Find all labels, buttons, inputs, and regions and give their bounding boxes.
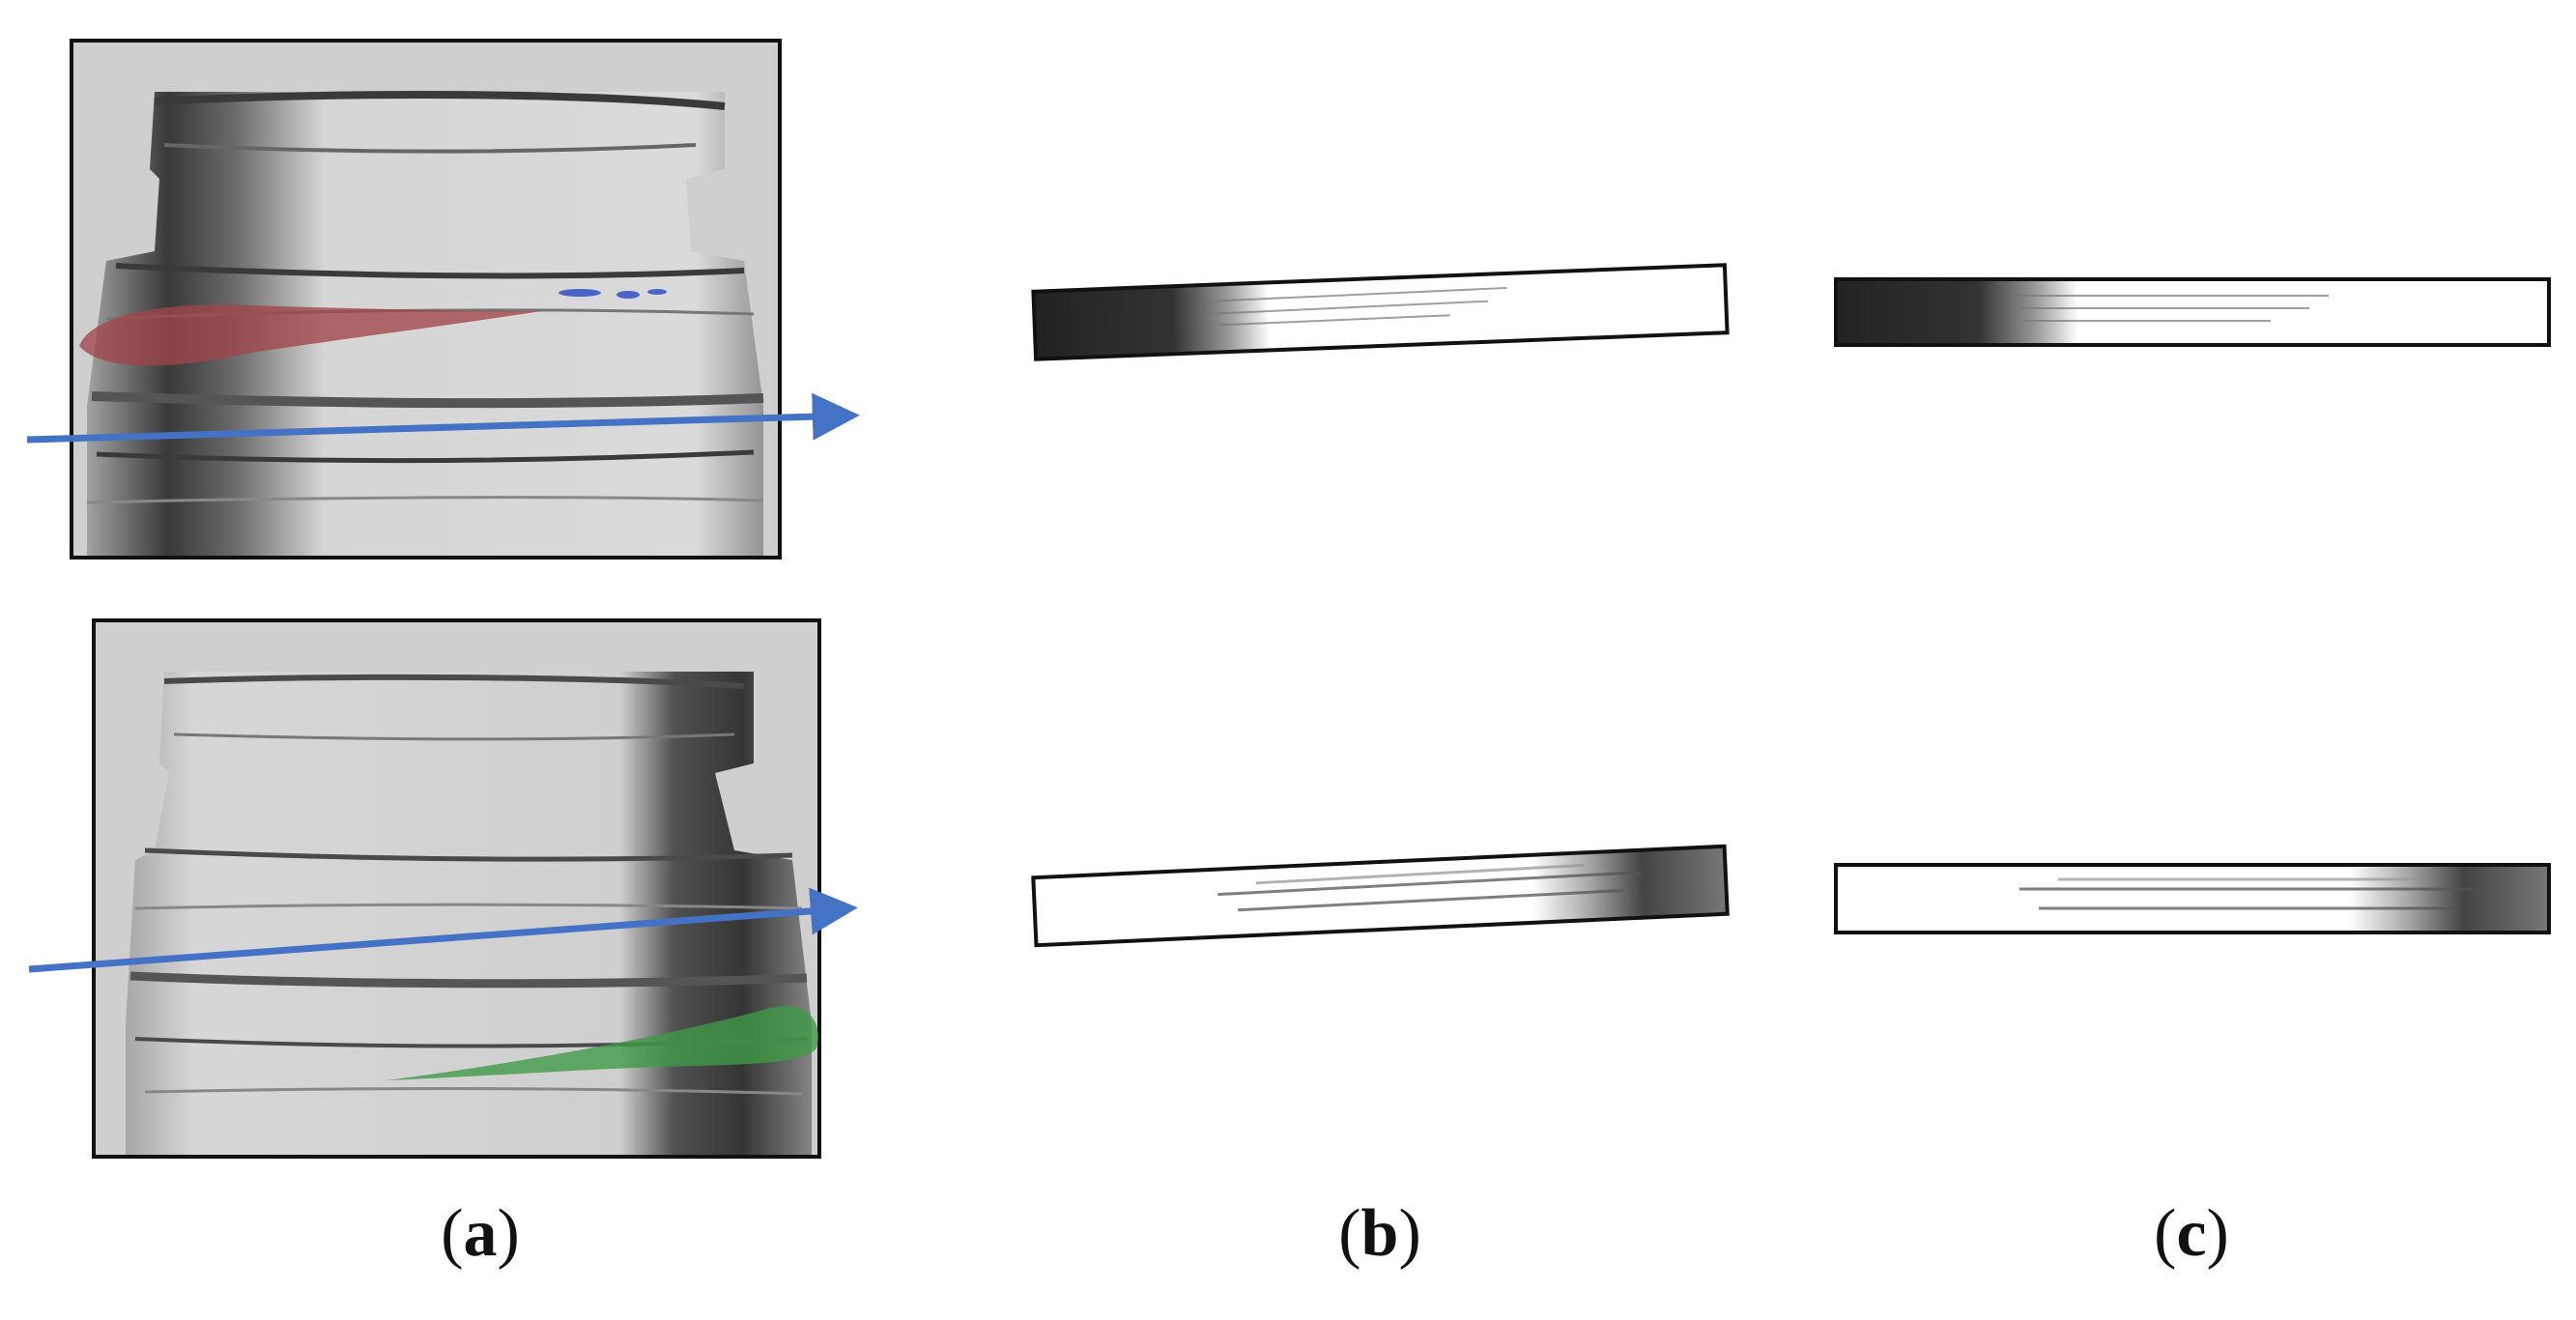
strip-c-top	[1834, 277, 2551, 347]
panel-c	[1834, 277, 2551, 934]
defect-highlight-red	[79, 304, 541, 366]
blue-marks	[558, 289, 667, 299]
caption-a: (a)	[441, 1196, 520, 1271]
thread-lines-top	[86, 91, 764, 504]
bottle-neck-bottom	[126, 672, 812, 1155]
strip-b-bottom	[1031, 844, 1730, 948]
strip-b-top	[1031, 263, 1730, 361]
panel-a-bottom-photo	[28, 618, 858, 1159]
scan-arrow-bottom	[28, 887, 858, 973]
caption-c: (c)	[2154, 1196, 2229, 1271]
defect-highlight-green	[386, 1006, 818, 1080]
panel-b	[1031, 263, 1730, 948]
scan-arrow-top	[26, 392, 860, 444]
strip-c-bottom	[1834, 863, 2551, 934]
caption-b: (b)	[1338, 1196, 1421, 1271]
panel-a-top-photo	[26, 39, 860, 560]
